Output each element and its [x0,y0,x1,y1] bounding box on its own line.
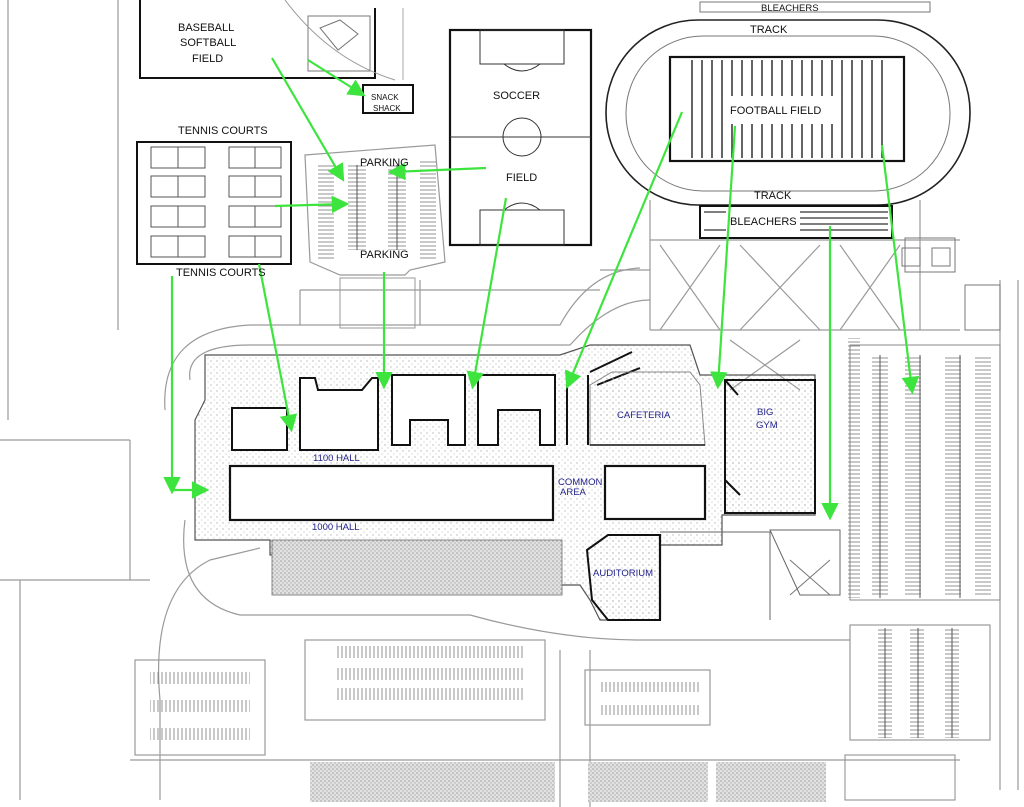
arrow-tennis-to-1100-hall [257,263,298,433]
arrow-soccer-to-parking [387,162,487,181]
label-tennis-bottom: TENNIS COURTS [176,267,266,279]
route-arrows [163,57,920,521]
1100-wing-rooms [231,351,641,451]
label-big-gym-2: GYM [756,420,778,431]
label-snack-shack-1: SNACK [371,93,399,102]
arrow-football-to-cafeteria-gym [710,125,737,390]
label-soccer: SOCCER [493,90,540,102]
label-1100-hall: 1100 HALL [313,453,360,464]
label-common-area-1: COMMON [558,477,602,488]
label-cafeteria: CAFETERIA [617,410,671,421]
small-structures-east [901,237,956,273]
north-parking-lot[interactable] [304,144,446,329]
label-tennis-top: TENNIS COURTS [178,125,268,137]
east-parking-lot [848,284,1001,738]
common-area[interactable] [228,464,707,522]
label-football: FOOTBALL FIELD [730,105,821,117]
auditorium[interactable] [585,529,841,621]
big-gym[interactable] [724,379,816,514]
label-field: FIELD [506,172,537,184]
soccer-field[interactable] [448,28,593,247]
label-bleachers-mid: BLEACHERS [730,216,797,228]
baseball-field[interactable] [139,0,404,81]
south-parking-lots [150,646,956,802]
label-parking-bottom: PARKING [360,249,409,261]
label-track-mid: TRACK [754,190,792,202]
label-common-area-2: AREA [560,487,587,498]
arrow-baseball-to-snack-shack [307,59,366,97]
football-field[interactable] [668,55,906,163]
label-bleachers-top: BLEACHERS [761,3,819,14]
label-track-top: TRACK [750,24,788,36]
snack-shack[interactable] [362,84,414,114]
map-labels: BASEBALL SOFTBALL FIELD SNACK SHACK TENN… [176,3,821,579]
label-auditorium: AUDITORIUM [593,568,653,579]
arrow-field-to-building [466,197,508,390]
arrow-football-to-east-lot [880,144,920,395]
arrow-baseball-to-parking [271,57,345,182]
label-1000-hall: 1000 HALL [312,522,360,533]
label-baseball-2: SOFTBALL [180,37,236,49]
label-big-gym-1: BIG [757,407,773,418]
cafeteria[interactable] [589,371,706,446]
label-parking-top: PARKING [360,157,409,169]
arrow-tennis-to-parking [274,195,350,214]
label-snack-shack-2: SHACK [373,104,401,113]
tennis-courts[interactable] [136,141,292,265]
label-baseball-1: BASEBALL [178,22,234,34]
label-baseball-3: FIELD [192,53,223,65]
arrow-football-to-building-a [564,111,684,390]
